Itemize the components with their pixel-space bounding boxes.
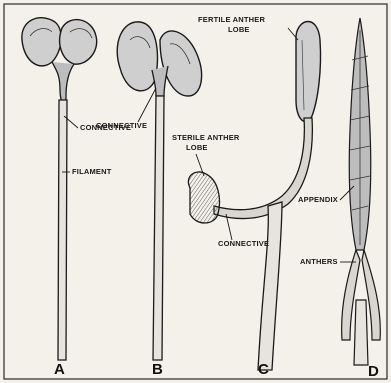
label-sterile-anther-line1: STERILE ANTHER [172,133,240,142]
anther-lobe-left-b [117,22,157,91]
panel-letters: A B C D [54,361,379,380]
sterile-anther-lobe [188,172,219,223]
filament-d [354,300,368,365]
fertile-anther-lobe [296,22,321,122]
label-sterile-anther-line2: LOBE [186,143,208,152]
stamen-b [117,22,201,360]
stamen-a [22,18,97,360]
panel-letter-d: D [368,363,379,380]
panel-letter-a: A [54,361,65,378]
label-fertile-anther-line1: FERTILE ANTHER [198,15,265,24]
anther-lobe-right-a [60,20,97,65]
panel-letter-b: B [152,361,163,378]
label-anthers: ANTHERS [300,257,338,266]
label-filament: FILAMENT [72,167,112,176]
label-appendix: APPENDIX [298,195,338,204]
connective-a [52,62,74,104]
filament-c [258,202,282,370]
label-fertile-anther-line2: LOBE [228,25,250,34]
label-connective-c: CONNECTIVE [218,239,269,248]
filament-a [58,100,67,360]
stamen-d [342,18,381,365]
label-connective-b: CONNECTIVE [96,121,147,130]
panel-letter-c: C [258,361,269,378]
filament-b [153,96,164,360]
anther-lobe-left-a [22,18,61,66]
anther-lobe-right-b [160,31,202,96]
